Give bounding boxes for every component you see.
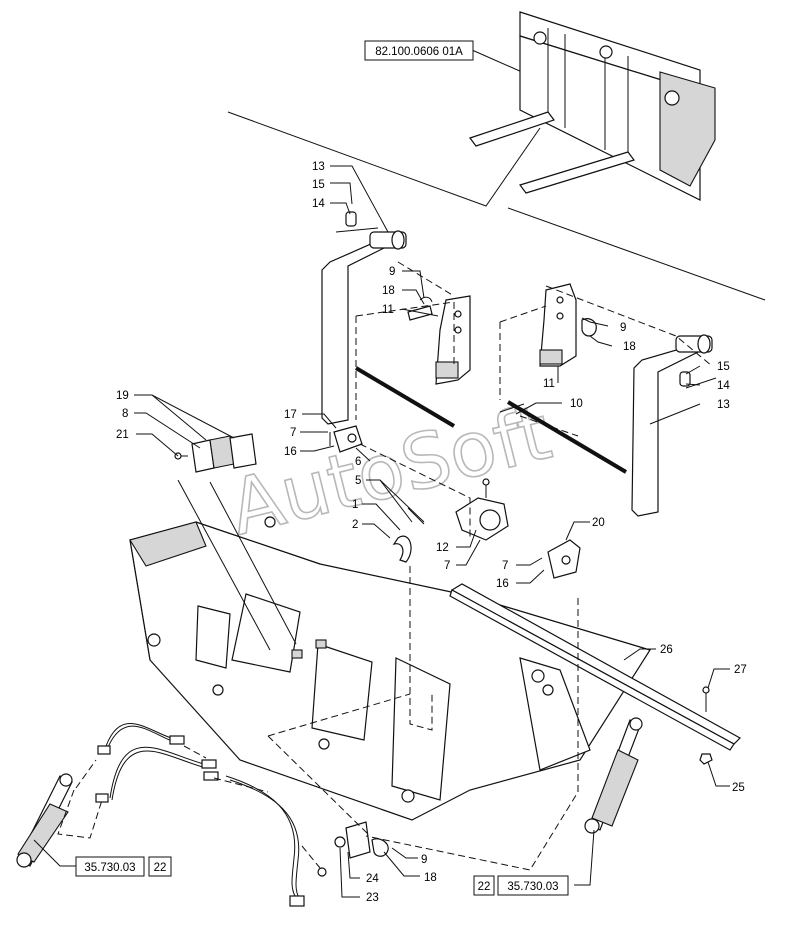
callout-9: 9	[389, 266, 395, 278]
hydraulic-cylinder-right	[584, 717, 643, 834]
callout-5: 5	[355, 475, 361, 487]
callout-15: 15	[717, 361, 730, 373]
callout-18: 18	[623, 341, 636, 353]
watermark: AutoSoft	[221, 387, 559, 552]
callout-1: 1	[352, 499, 358, 511]
callout-17: 17	[284, 409, 297, 421]
callout-2: 2	[352, 519, 358, 531]
reference-separator-line	[227, 111, 541, 207]
callout-21: 21	[116, 429, 129, 441]
ref-left-num: 22	[154, 862, 167, 874]
ref-box-left[interactable]: 35.730.03 22	[75, 856, 172, 877]
nut	[699, 753, 713, 765]
ref-top-label: 82.100.0606 01A	[375, 46, 463, 58]
callout-9: 9	[620, 322, 626, 334]
callout-19: 19	[116, 390, 129, 402]
hydraulic-cylinder-left	[16, 773, 73, 868]
callout-7: 7	[502, 560, 508, 572]
callout-12: 12	[436, 542, 449, 554]
callout-20: 20	[592, 517, 605, 529]
cross-shaft-right	[506, 400, 628, 474]
callout-18: 18	[424, 872, 437, 884]
bolt-head	[702, 686, 710, 694]
callout-leader-lines	[33, 165, 730, 898]
lower-bracket	[334, 821, 389, 859]
cross-shaft-left	[354, 366, 456, 428]
reference-separator-line-2	[507, 207, 766, 301]
bracket-plate-right	[539, 283, 597, 367]
wear-pads	[174, 433, 257, 473]
callout-13: 13	[717, 399, 730, 411]
bucket-body	[129, 516, 651, 821]
callout-15: 15	[312, 179, 325, 191]
callout-14: 14	[312, 198, 325, 210]
callout-11: 11	[382, 304, 394, 316]
callout-13: 13	[312, 161, 325, 173]
shaft-pin	[499, 403, 525, 413]
callout-9: 9	[421, 854, 427, 866]
ref-right-code: 35.730.03	[507, 881, 558, 893]
hydraulic-hoses	[95, 723, 327, 907]
callout-16: 16	[496, 578, 509, 590]
callout-7: 7	[444, 560, 450, 572]
ref-right-num: 22	[478, 881, 491, 893]
bracket-plate-left	[407, 295, 471, 385]
reference-leader	[471, 49, 523, 73]
callout-16: 16	[284, 446, 297, 458]
cutting-edge	[449, 583, 741, 751]
latch-spring	[392, 535, 412, 563]
ref-left-code: 35.730.03	[84, 862, 135, 874]
callout-14: 14	[717, 380, 730, 392]
hook-bracket	[547, 539, 581, 579]
callout-7: 7	[290, 427, 296, 439]
latch-rod	[407, 507, 425, 525]
callout-10: 10	[570, 398, 583, 410]
lock-assembly	[455, 478, 509, 541]
callout-24: 24	[366, 873, 379, 885]
callout-6: 6	[355, 456, 361, 468]
clamp-block	[329, 425, 363, 453]
assembly-dashed-lines	[57, 261, 713, 871]
callout-11: 11	[543, 378, 555, 390]
fork-tine-right	[631, 334, 717, 517]
callout-26: 26	[660, 644, 673, 656]
ref-box-right[interactable]: 22 35.730.03	[473, 875, 569, 896]
callout-23: 23	[366, 892, 379, 904]
ref-box-top[interactable]: 82.100.0606 01A	[364, 40, 474, 61]
callout-18: 18	[382, 285, 395, 297]
fork-tine-left	[321, 211, 407, 425]
callout-27: 27	[734, 664, 747, 676]
fork-frame-reference-illustration	[469, 11, 716, 201]
callout-8: 8	[122, 408, 128, 420]
callout-25: 25	[732, 782, 745, 794]
callout-numbers: 13 15 14 9 18 11 9 18 11 15 14 13 10 19 …	[116, 161, 747, 904]
